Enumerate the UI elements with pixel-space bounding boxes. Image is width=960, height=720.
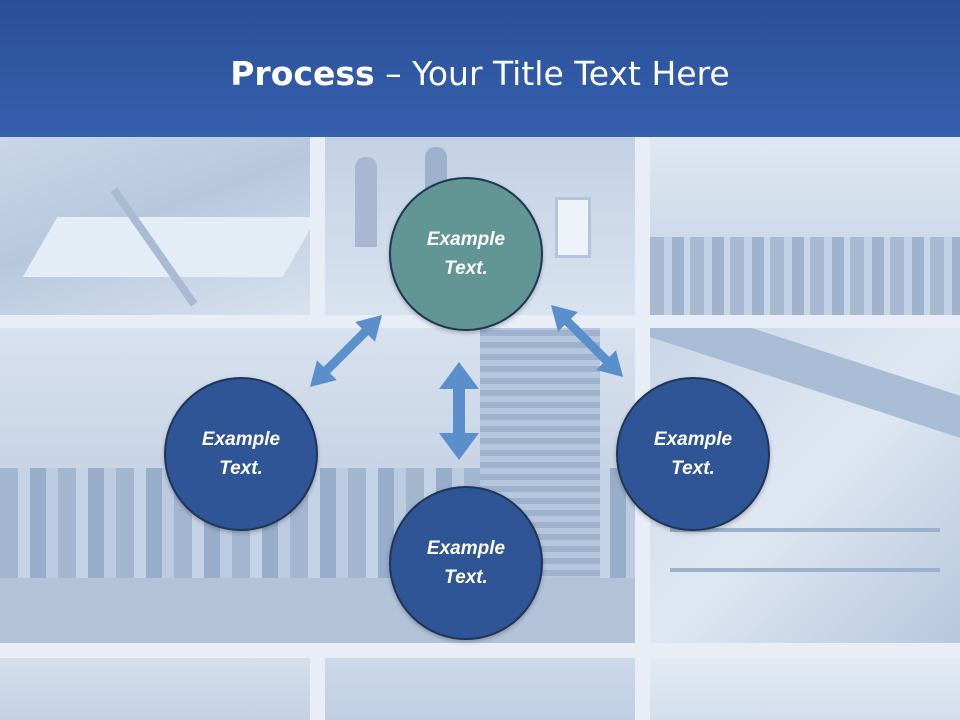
arrow-top-to-bottom <box>439 362 479 460</box>
node-label: Example Text. <box>653 429 733 479</box>
node-label: Example Text. <box>201 429 281 479</box>
slide-title: Process – Your Title Text Here <box>0 52 960 96</box>
process-node-left: Example Text. <box>164 377 318 531</box>
arrow-top-to-right <box>550 304 624 378</box>
process-node-right: Example Text. <box>616 377 770 531</box>
photo-tile-skyline <box>650 137 960 315</box>
photo-tile-bottom-middle <box>325 658 635 720</box>
arrow-top-to-left <box>309 314 383 388</box>
process-node-top: Example Text. <box>389 177 543 331</box>
title-bar: Process – Your Title Text Here <box>0 0 960 137</box>
node-label: Example Text. <box>426 538 506 588</box>
photo-tile-bottom-right <box>650 658 960 720</box>
node-label: Example Text. <box>426 229 506 279</box>
title-regular-part: – Your Title Text Here <box>374 54 730 93</box>
process-node-bottom: Example Text. <box>389 486 543 640</box>
photo-tile-bottom-left <box>0 658 310 720</box>
photo-tile-walkway <box>0 137 310 315</box>
title-bold-part: Process <box>230 54 375 93</box>
photo-tile-city <box>0 328 635 643</box>
